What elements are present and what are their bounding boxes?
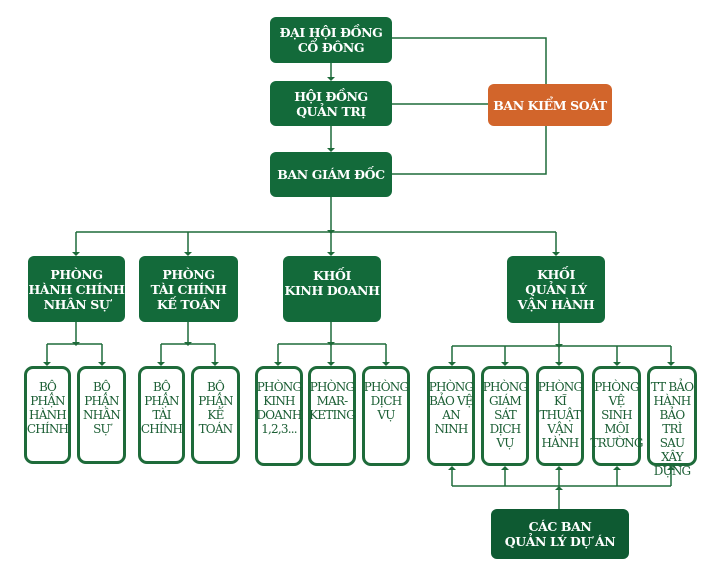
arrow-down	[448, 362, 456, 366]
node-label: BAN GIÁM ĐỐC	[277, 167, 385, 182]
unit-label: PHÒNG VỆ SINH MÔI TRƯỜNG	[590, 380, 643, 450]
arrow-down	[72, 342, 80, 346]
node-label: ĐẠI HỘI ĐỒNG CỔ ĐÔNG	[279, 25, 383, 55]
arrow-down	[327, 342, 335, 346]
unit-security: PHÒNG BẢO VỆ AN NINH	[427, 366, 475, 466]
unit-sales: PHÒNG KINH DOANH 1,2,3...	[255, 366, 303, 466]
arrow-up	[555, 466, 563, 470]
connector-supervisory-directors	[392, 126, 547, 175]
unit-label: PHÒNG KINH DOANH 1,2,3...	[256, 380, 302, 436]
unit-technical-operations: PHÒNG KĨ THUẬT VẬN HÀNH	[536, 366, 584, 466]
arrow-down	[184, 252, 192, 256]
arrow-down	[555, 362, 563, 366]
division-label: KHỐI QUẢN LÝ VẬN HÀNH	[517, 267, 595, 312]
unit-label: BỘ PHẬN TÀI CHÍNH	[140, 380, 183, 436]
arrow-down	[274, 362, 282, 366]
arrow-up	[501, 466, 509, 470]
unit-label: PHÒNG GIÁM SÁT DỊCH VỤ	[482, 380, 528, 450]
node-label: HỘI ĐỒNG QUẢN TRỊ	[294, 88, 368, 119]
unit-label: PHÒNG MAR- KETING	[309, 380, 356, 422]
node-shareholders-meeting: ĐẠI HỘI ĐỒNG CỔ ĐÔNG	[270, 17, 392, 63]
unit-hr: BỘ PHẬN NHÂN SỰ	[77, 366, 126, 464]
arrowheads	[43, 77, 675, 490]
unit-admin: BỘ PHẬN HÀNH CHÍNH	[24, 366, 71, 464]
unit-label: BỘ PHẬN HÀNH CHÍNH	[26, 380, 69, 436]
arrow-down	[382, 362, 390, 366]
arrow-down	[327, 77, 335, 81]
arrow-down	[667, 362, 675, 366]
unit-services: PHÒNG DỊCH VỤ	[362, 366, 410, 466]
arrow-down	[555, 344, 563, 348]
arrow-down	[552, 252, 560, 256]
unit-label: PHÒNG KĨ THUẬT VẬN HÀNH	[537, 380, 583, 450]
division-admin-hr: PHÒNG HÀNH CHÍNH NHÂN SỰ	[28, 256, 125, 322]
arrow-down	[501, 362, 509, 366]
arrow-down	[327, 148, 335, 152]
unit-label: BỘ PHẬN NHÂN SỰ	[83, 380, 121, 436]
node-supervisory-board: BAN KIỂM SOÁT	[488, 84, 612, 126]
arrow-up	[448, 466, 456, 470]
arrow-up	[555, 486, 563, 490]
division-label: PHÒNG TÀI CHÍNH KẾ TOÁN	[150, 266, 227, 312]
unit-label: BỘ PHẬN KẾ TOÁN	[198, 380, 233, 436]
node-project-management-boards: CÁC BAN QUẢN LÝ DỰ ÁN	[491, 509, 629, 559]
arrow-up	[613, 466, 621, 470]
unit-accounting: BỘ PHẬN KẾ TOÁN	[191, 366, 240, 464]
connector-shareholders-supervisory	[392, 37, 547, 84]
unit-label: PHÒNG BẢO VỆ AN NINH	[428, 380, 474, 436]
arrow-down	[327, 230, 335, 234]
unit-environmental-sanitation: PHÒNG VỆ SINH MÔI TRƯỜNG	[590, 366, 643, 466]
node-label: BAN KIỂM SOÁT	[493, 97, 607, 113]
arrow-down	[98, 362, 106, 366]
arrow-down	[157, 362, 165, 366]
arrow-down	[327, 252, 335, 256]
unit-service-supervision: PHÒNG GIÁM SÁT DỊCH VỤ	[481, 366, 529, 466]
unit-marketing: PHÒNG MAR- KETING	[308, 366, 356, 466]
unit-finance: BỘ PHẬN TÀI CHÍNH	[138, 366, 185, 464]
node-label: CÁC BAN QUẢN LÝ DỰ ÁN	[504, 519, 616, 549]
arrow-down	[72, 252, 80, 256]
division-label: PHÒNG HÀNH CHÍNH NHÂN SỰ	[28, 266, 125, 312]
arrow-down	[327, 362, 335, 366]
unit-warranty-maintenance: TT BẢO HÀNH BẢO TRÌ SAU XÂY DỰNG	[647, 366, 697, 478]
arrow-down	[184, 342, 192, 346]
arrow-down	[211, 362, 219, 366]
node-board-of-directors: HỘI ĐỒNG QUẢN TRỊ	[270, 81, 392, 126]
unit-label: PHÒNG DỊCH VỤ	[363, 380, 409, 422]
unit-label: TT BẢO HÀNH BẢO TRÌ SAU XÂY DỰNG	[650, 380, 694, 478]
division-operations: KHỐI QUẢN LÝ VẬN HÀNH	[507, 256, 605, 323]
division-business: KHỐI KINH DOANH	[283, 256, 381, 322]
arrow-up	[667, 466, 675, 470]
arrow-down	[613, 362, 621, 366]
division-finance-accounting: PHÒNG TÀI CHÍNH KẾ TOÁN	[139, 256, 238, 322]
arrow-down	[43, 362, 51, 366]
division-label: KHỐI KINH DOANH	[284, 268, 380, 298]
node-executive-board: BAN GIÁM ĐỐC	[270, 152, 392, 197]
